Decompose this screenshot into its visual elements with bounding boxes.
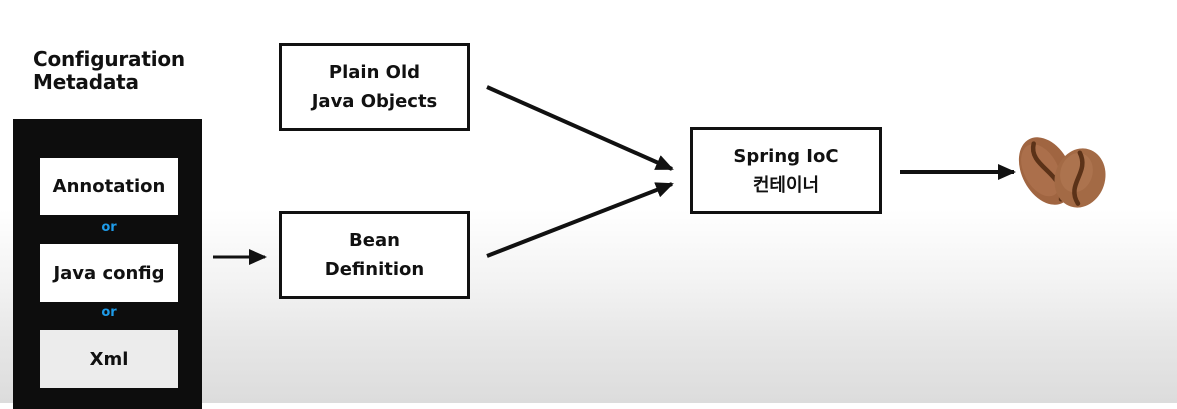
or-separator: or	[101, 220, 117, 235]
metadata-title: Configuration Metadata	[33, 48, 185, 94]
bean-to-container-arrow	[486, 182, 674, 258]
metadata-title-line1: Configuration	[33, 47, 185, 71]
spring-ioc-container-box: Spring IoC 컨테이너	[690, 127, 882, 214]
pojo-to-container-arrow	[486, 85, 674, 171]
or-separator: or	[101, 305, 117, 320]
bean-definition-box: Bean Definition	[279, 211, 470, 299]
coffee-bean-icon	[1018, 137, 1106, 208]
metadata-panel: Annotation or Java config or Xml	[13, 119, 202, 409]
annotation-option: Annotation	[40, 158, 178, 215]
metadata-title-line2: Metadata	[33, 70, 139, 94]
xml-option: Xml	[40, 330, 178, 388]
pojo-box: Plain Old Java Objects	[279, 43, 470, 131]
java-config-option: Java config	[40, 244, 178, 302]
